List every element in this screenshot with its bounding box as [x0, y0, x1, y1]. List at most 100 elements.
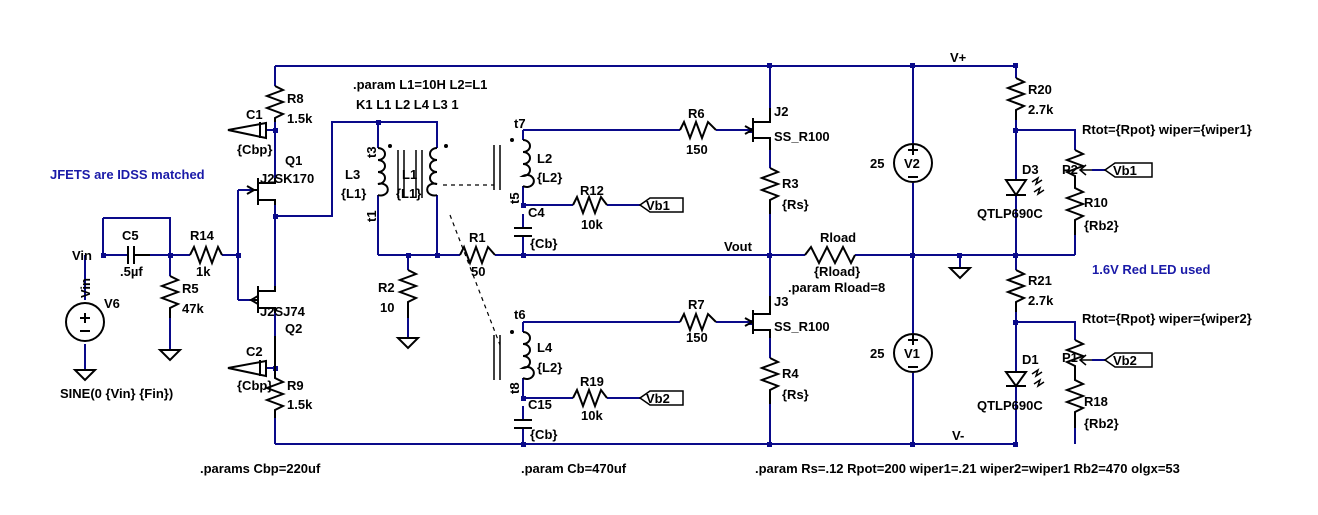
q1-value: J2SK170 [260, 171, 314, 186]
net-vout: Vout [724, 239, 753, 254]
r12-name: R12 [580, 183, 604, 198]
r5-value: 47k [182, 301, 204, 316]
r14-value: 1k [196, 264, 211, 279]
r6-value: 150 [686, 142, 708, 157]
source-v2 [893, 143, 933, 183]
j3-name: J3 [774, 294, 788, 309]
l4-name: L4 [537, 340, 553, 355]
r21-value: 2.7k [1028, 293, 1054, 308]
jfet-q1 [254, 178, 276, 205]
resistor-r1 [459, 244, 496, 266]
c2-value: {Cbp} [237, 378, 272, 393]
r3-name: R3 [782, 176, 799, 191]
c1-name: C1 [246, 107, 263, 122]
ground-icon [947, 267, 973, 280]
r2-value: 10 [380, 300, 394, 315]
port-vb2-right-label: Vb2 [1113, 353, 1137, 368]
c15-name: C15 [528, 397, 552, 412]
inductor-l3 [377, 147, 389, 197]
d3-name: D3 [1022, 162, 1039, 177]
r7-name: R7 [688, 297, 705, 312]
port-vb2-lower [638, 390, 684, 406]
c2-name: C2 [246, 344, 263, 359]
l1-name: L1 [402, 167, 417, 182]
d1-name: D1 [1022, 352, 1039, 367]
light-rays-icon [1031, 176, 1045, 196]
resistor-r4 [759, 357, 781, 404]
capacitor-c15 [514, 419, 532, 429]
l1-value: {L1} [396, 186, 421, 201]
p1-name: P1 [1062, 350, 1078, 365]
r10-value: {Rb2} [1084, 218, 1119, 233]
port-flags [638, 162, 1153, 406]
resistor-r3 [759, 167, 781, 214]
source-v1 [893, 333, 933, 373]
inductor-l1 [426, 147, 438, 197]
resistor-r14 [189, 244, 223, 266]
resistor-rload [804, 244, 856, 266]
port-vb1-right-label: Vb1 [1113, 163, 1137, 178]
v2-name: V2 [904, 156, 920, 171]
port-vb2-label: Vb2 [646, 391, 670, 406]
r9-value: 1.5k [287, 397, 313, 412]
v6-port-label: Vin [78, 278, 93, 298]
wires [84, 65, 1105, 445]
port-vb2-right [1103, 352, 1153, 368]
q2-value: J2SJ74 [260, 304, 306, 319]
r1-value: 50 [471, 264, 485, 279]
r6-name: R6 [688, 106, 705, 121]
c4-value: {Cb} [530, 236, 557, 251]
l3-value: {L1} [341, 186, 366, 201]
l2-name: L2 [537, 151, 552, 166]
r20-value: 2.7k [1028, 102, 1054, 117]
v2-value: 25 [870, 156, 884, 171]
p2-name: P2 [1062, 162, 1078, 177]
r10-name: R10 [1084, 195, 1108, 210]
d1-value: QTLP690C [977, 398, 1043, 413]
led-d1 [1004, 371, 1028, 388]
jfet-j3 [752, 296, 771, 338]
capacitor-c5 [127, 246, 150, 264]
wiper-arrow-icon [1078, 164, 1092, 176]
resistors [159, 77, 1092, 428]
param-rload: .param Rload=8 [788, 280, 885, 295]
rtot-p1: Rtot={Rpot} wiper={wiper2} [1082, 311, 1252, 326]
v6-name: V6 [104, 296, 120, 311]
resistor-r8 [264, 85, 286, 122]
r12-value: 10k [581, 217, 603, 232]
r8-name: R8 [287, 91, 304, 106]
rtot-p2: Rtot={Rpot} wiper={wiper1} [1082, 122, 1252, 137]
r19-value: 10k [581, 408, 603, 423]
resistor-r12 [572, 194, 608, 216]
c5-name: C5 [122, 228, 139, 243]
r1-name: R1 [469, 230, 486, 245]
led-note: 1.6V Red LED used [1092, 262, 1211, 277]
c15-value: {Cb} [530, 427, 557, 442]
r14-name: R14 [190, 228, 215, 243]
param-inductors: .param L1=10H L2=L1 [353, 77, 487, 92]
resistor-r5 [159, 275, 181, 318]
net-vin: Vin [72, 248, 92, 263]
leds [1004, 176, 1045, 388]
potentiometer-p1 [1064, 339, 1086, 428]
capacitors [127, 122, 532, 429]
l3-name: L3 [345, 167, 360, 182]
port-vb1-right [1103, 162, 1153, 178]
resistor-r19 [572, 387, 608, 409]
inductor-l2 [519, 139, 535, 188]
capacitor-c2 [259, 360, 267, 376]
transformer-core [493, 335, 501, 380]
capacitor-c4 [514, 227, 532, 237]
tap-t3: t3 [364, 146, 379, 158]
resistor-r9 [264, 336, 286, 418]
labels: JFETS are IDSS matched 1.6V Red LED used… [50, 50, 1252, 476]
jfet-q2 [254, 286, 276, 313]
r7-value: 150 [686, 330, 708, 345]
r5-name: R5 [182, 281, 199, 296]
tap-t8: t8 [507, 382, 522, 394]
r3-value: {Rs} [782, 197, 809, 212]
d3-value: QTLP690C [977, 206, 1043, 221]
capacitor-c1 [259, 122, 267, 138]
q1-name: Q1 [285, 153, 302, 168]
